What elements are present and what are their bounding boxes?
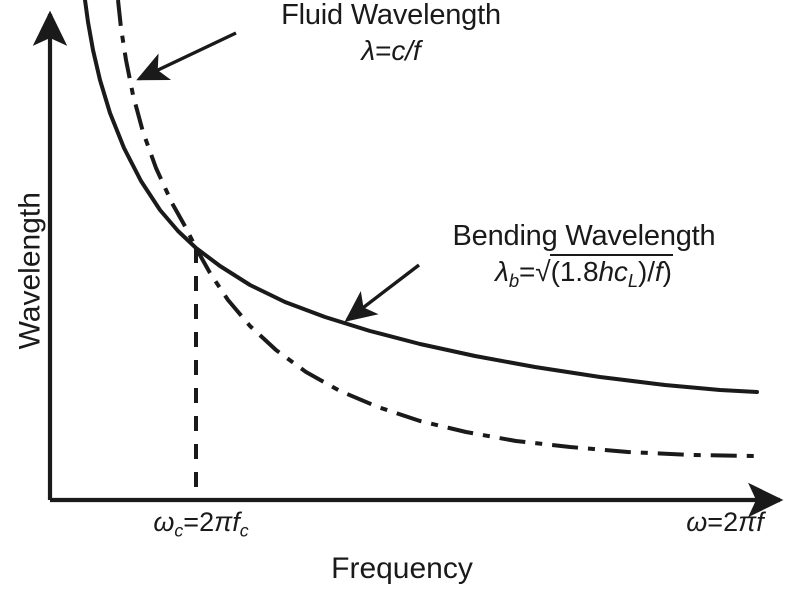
- critical-omega-subscript: c: [174, 520, 184, 541]
- fluid-wavelength-curve: [116, 0, 758, 458]
- bending-close-paren-divide: )/: [638, 256, 655, 288]
- bending-close-paren: ): [662, 256, 672, 288]
- bending-wavelength-formula: λb=√(1.8hcL)/f): [424, 254, 744, 292]
- bending-wavelength-curve: [83, 0, 759, 394]
- bending-equals-sign: =: [519, 256, 536, 288]
- bending-frequency-symbol: f: [654, 256, 663, 288]
- bending-wavelength-annotation: Bending Wavelength λb=√(1.8hcL)/f): [424, 221, 744, 291]
- omega-two: 2: [723, 507, 739, 537]
- bending-wave-speed-subscript: L: [627, 270, 638, 292]
- fluid-wavelength-title: Fluid Wavelength: [281, 0, 501, 31]
- square-root-icon: √: [535, 256, 551, 288]
- omega-pi-symbol: π: [738, 507, 757, 537]
- fluid-wavelength-pointer-arrow: [136, 31, 237, 81]
- bending-radicand: (1.8hcL)/f): [549, 254, 673, 291]
- critical-omega-symbol: ω: [153, 507, 175, 537]
- fluid-lambda-symbol: λ: [361, 35, 376, 67]
- critical-pi-symbol: π: [214, 507, 233, 537]
- y-axis-title: Wavelength: [13, 192, 47, 350]
- x-axis-title: Frequency: [331, 552, 473, 585]
- fluid-wavelength-formula: λ=c/f: [246, 36, 536, 65]
- bending-lambda-symbol: λ: [495, 256, 509, 288]
- bending-open-paren: (: [550, 256, 560, 288]
- bending-lambda-subscript: b: [508, 270, 520, 292]
- x-axis-end-label: ω=2πf: [655, 508, 795, 536]
- fluid-formula-rhs: c/f: [391, 35, 421, 67]
- fluid-wavelength-annotation: Fluid Wavelength λ=c/f: [246, 0, 536, 66]
- omega-equals-sign: =: [707, 507, 724, 537]
- bending-wavelength-title: Bending Wavelength: [452, 220, 716, 252]
- critical-f-subscript: c: [239, 520, 249, 541]
- critical-f-symbol: f: [232, 507, 240, 537]
- critical-two: 2: [199, 507, 215, 537]
- fluid-equals-sign: =: [375, 35, 392, 67]
- omega-f-symbol: f: [756, 507, 764, 537]
- bending-wavelength-pointer-arrow: [344, 263, 421, 322]
- bending-thickness-symbol: h: [598, 256, 614, 288]
- bending-wave-speed-symbol: c: [613, 256, 628, 288]
- critical-equals-sign: =: [183, 507, 200, 537]
- critical-frequency-tick-label: ωc=2πfc: [126, 508, 276, 540]
- bending-coefficient: 1.8: [559, 256, 599, 288]
- omega-symbol: ω: [686, 507, 708, 537]
